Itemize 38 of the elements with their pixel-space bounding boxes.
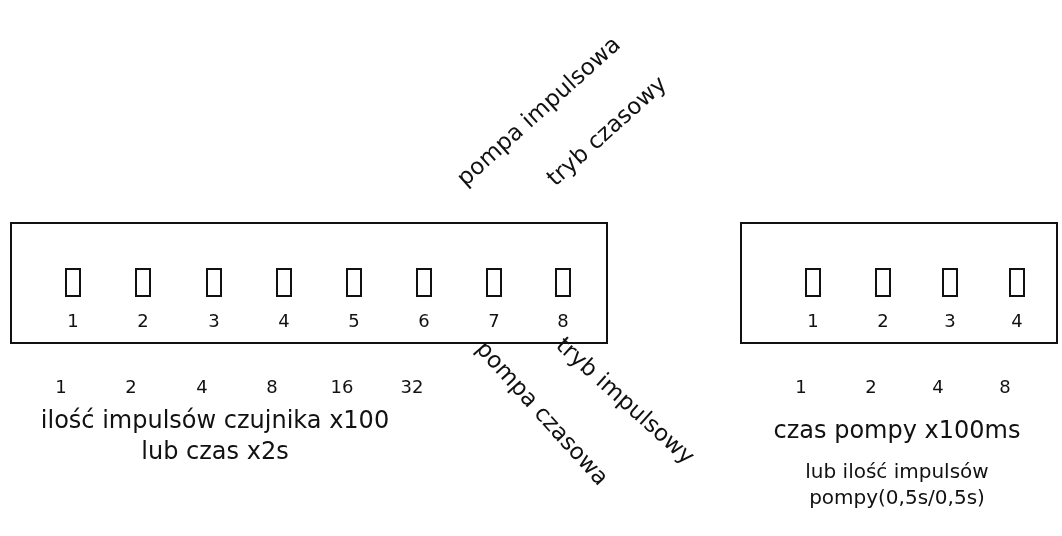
description-text: ilość impulsów czujnika x100 lub czas x2s [39,405,391,468]
switch-lever [942,268,958,297]
switch-number: 4 [1011,312,1023,330]
switch-lever [206,268,222,297]
switch-number: 8 [557,312,569,330]
weight-value: 4 [932,378,944,396]
switch-number: 5 [348,312,360,330]
weight-value: 32 [400,378,424,396]
weight-value: 8 [266,378,278,396]
weight-value: 8 [999,378,1011,396]
switch-lever [346,268,362,297]
switch-number: 1 [67,312,79,330]
weight-value: 2 [865,378,877,396]
switch-number: 1 [807,312,819,330]
switch-number: 2 [877,312,889,330]
switch-lever [65,268,81,297]
weight-value: 4 [196,378,208,396]
switch-number: 7 [488,312,500,330]
switch-lever [805,268,821,297]
switch-lever [486,268,502,297]
switch-lever [1009,268,1025,297]
description-text: czas pompy x100ms [772,415,1022,446]
weight-value: 1 [795,378,807,396]
weight-value: 2 [125,378,137,396]
switch-number: 6 [418,312,430,330]
weight-value: 16 [330,378,354,396]
switch-lever [416,268,432,297]
switch-number: 3 [208,312,220,330]
switch-lever [875,268,891,297]
switch-lever [135,268,151,297]
switch-lever [276,268,292,297]
dip-switch-housing [740,222,1058,344]
switch-number: 3 [944,312,956,330]
switch-number: 4 [278,312,290,330]
switch-number: 2 [137,312,149,330]
weight-value: 1 [55,378,67,396]
description-text: lub ilość impulsów pompy(0,5s/0,5s) [804,458,990,510]
switch-lever [555,268,571,297]
